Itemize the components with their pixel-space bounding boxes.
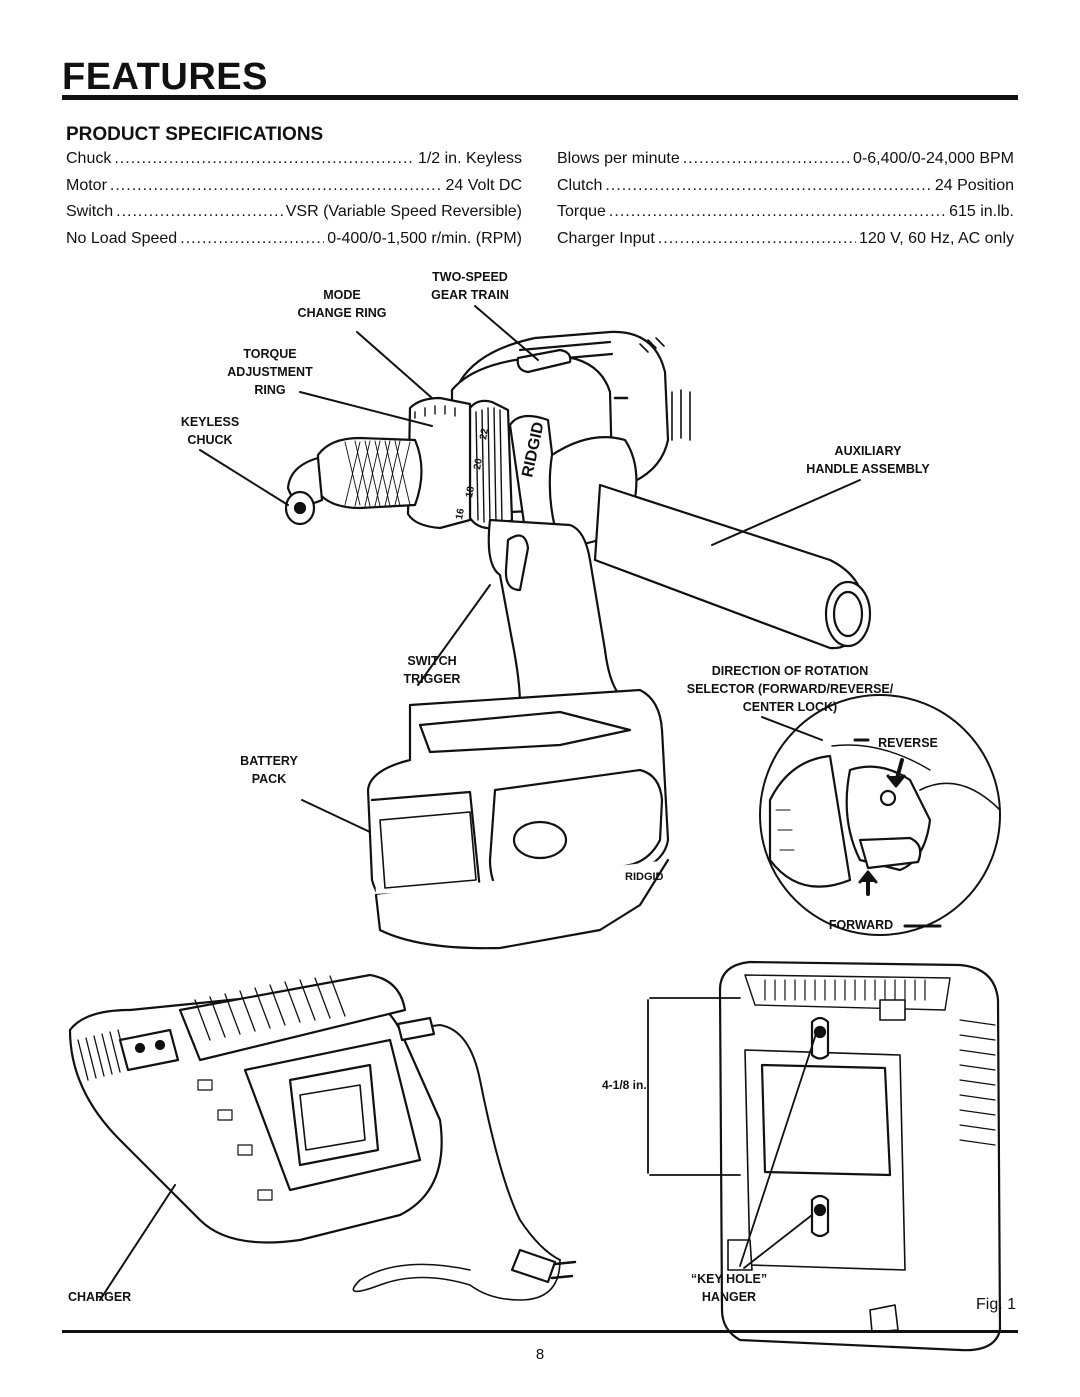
charger-vents — [77, 975, 346, 1081]
spec-label: Chuck — [66, 150, 112, 167]
spec-value: VSR (Variable Speed Reversible) — [285, 203, 522, 220]
spec-label: Clutch — [557, 176, 603, 194]
charger-label: CHARGER — [68, 1290, 132, 1304]
spec-row: No Load Speed 0-400/0-1,500 r/min. (RPM) — [66, 230, 522, 257]
torque-dial-number: 16 — [454, 507, 467, 520]
specs-right-column: Blows per minute 0-6,400/0-24,000 BPM Clut… — [557, 150, 1014, 256]
mode-change-ring-label: MODE CHANGE RING — [297, 288, 387, 320]
back-vents — [764, 979, 996, 1146]
spec-label: Blows per minute — [557, 150, 680, 167]
spec-value: 120 V, 60 Hz, AC only — [858, 229, 1014, 247]
torque-dial-number: 20 — [472, 457, 485, 470]
forward-label: FORWARD — [828, 918, 894, 932]
section-title: PRODUCT SPECIFICATIONS — [66, 124, 324, 145]
figure-number: Fig. 1 — [976, 1296, 1017, 1313]
spec-value: 24 Position — [934, 176, 1014, 194]
spec-value: 0-400/0-1,500 r/min. (RPM) — [327, 229, 522, 247]
reverse-label: REVERSE — [878, 736, 938, 750]
spec-row: Chuck 1/2 in. Keyless — [66, 150, 522, 177]
spec-row: Clutch 24 Position — [557, 177, 1014, 204]
charger-illustration — [68, 973, 577, 1301]
spec-label: Charger Input — [557, 229, 655, 247]
spec-label: Torque — [557, 203, 606, 220]
spec-value: 24 Volt DC — [445, 176, 522, 194]
drill-illustration: RIDGID RIDGID — [284, 330, 872, 950]
switch-trigger-label: SWITCH TRIGGER — [403, 654, 461, 686]
leader-lines — [99, 305, 861, 1301]
spec-row: Motor 24 Volt DC — [66, 177, 522, 204]
direction-inset — [759, 694, 1001, 936]
direction-of-rotation-label: DIRECTION OF ROTATION SELECTOR (FORWARD/… — [686, 664, 894, 714]
spec-row: Charger Input 120 V, 60 Hz, AC only — [557, 230, 1014, 257]
spec-label: Motor — [66, 176, 107, 194]
spec-value: 1/2 in. Keyless — [417, 150, 522, 167]
key-hole-hanger-label: “KEY HOLE” HANGER — [690, 1272, 768, 1304]
spec-value: 615 in.lb. — [949, 203, 1014, 220]
torque-dial-number: 22 — [478, 427, 491, 440]
spec-row: Blows per minute 0-6,400/0-24,000 BPM — [557, 150, 1014, 177]
title-rule — [62, 95, 1018, 100]
battery-pack-label: BATTERY PACK — [240, 754, 298, 786]
chuck-knurl — [344, 440, 411, 507]
torque-adjustment-ring-label: TORQUE ADJUSTMENT RING — [227, 347, 313, 397]
auxiliary-handle-assembly-label: AUXILIARY HANDLE ASSEMBLY — [806, 444, 930, 476]
torque-ring-ridges — [475, 407, 503, 525]
two-speed-gear-train-label: TWO-SPEED GEAR TRAIN — [431, 270, 509, 302]
footer-rule — [62, 1330, 1018, 1333]
battery-brand-logo: RIDGID — [625, 871, 664, 883]
dimension-label: 4-1/8 in. — [602, 1078, 647, 1092]
torque-dial-number: 18 — [464, 485, 477, 498]
mode-ring-ticks — [414, 405, 456, 419]
page-title: FEATURES — [62, 56, 268, 98]
spec-label: No Load Speed — [66, 229, 178, 247]
keyless-chuck-label: KEYLESS CHUCK — [180, 415, 240, 447]
vent-slots — [639, 337, 691, 441]
charger-indicators — [197, 1079, 273, 1201]
page-number: 8 — [535, 1346, 545, 1363]
spec-value: 0-6,400/0-24,000 BPM — [853, 150, 1014, 167]
spec-row: Switch VSR (Variable Speed Reversible) — [66, 203, 522, 230]
spec-row: Torque 615 in.lb. — [557, 203, 1014, 230]
spec-label: Switch — [66, 203, 114, 220]
inset-dial-ticks — [775, 809, 795, 851]
